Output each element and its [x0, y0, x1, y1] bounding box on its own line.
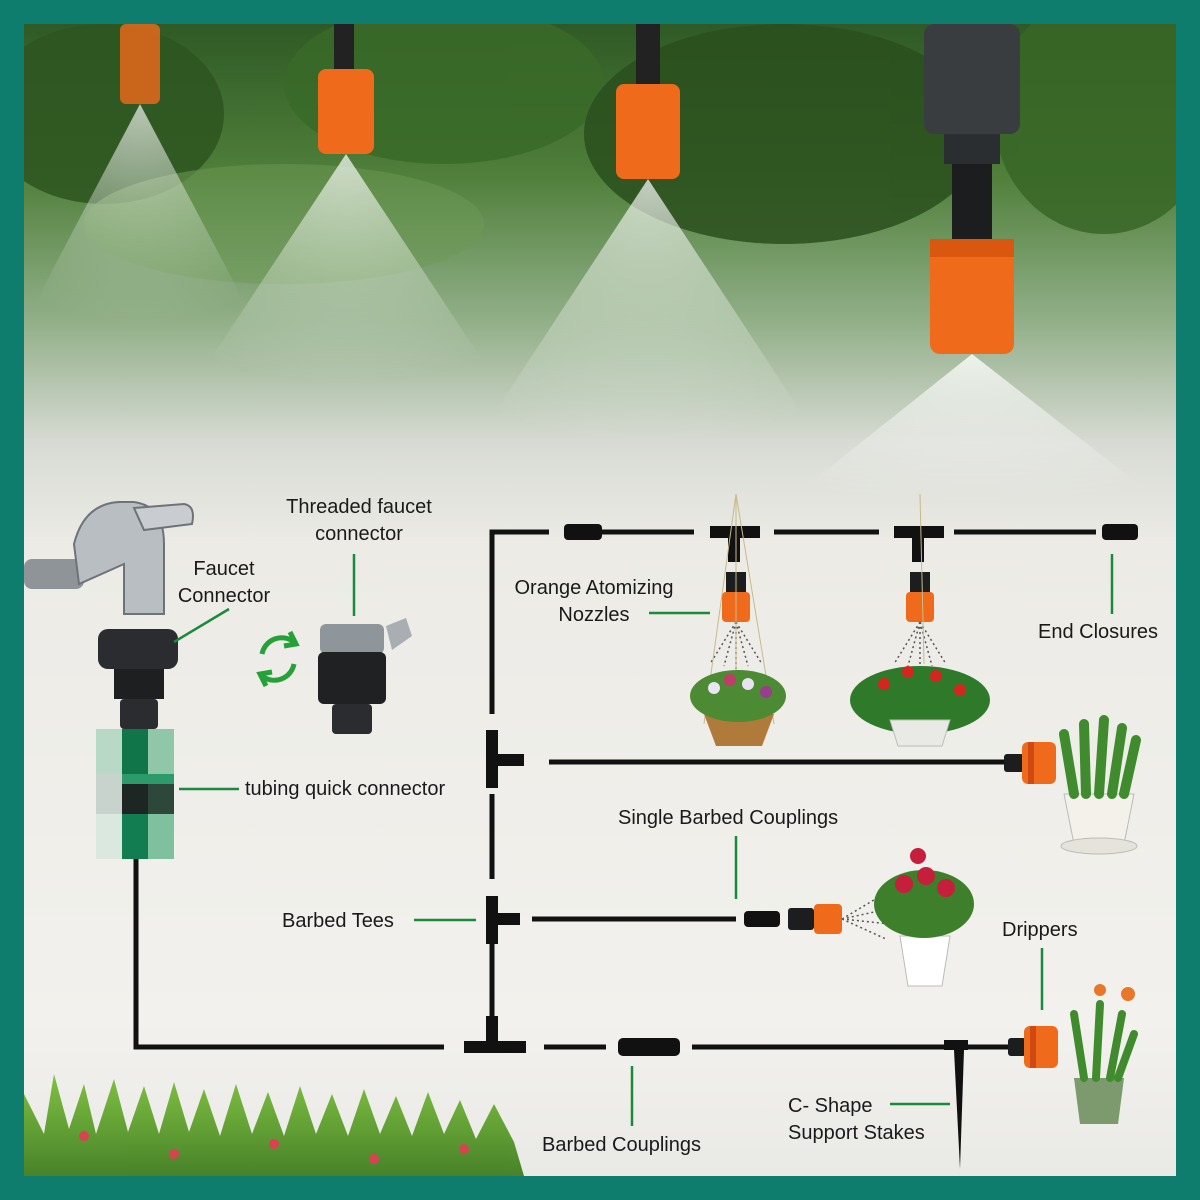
faucet-icon [24, 501, 194, 615]
end-closure-icon [1102, 524, 1138, 540]
faucet-connector-label: Faucet Connector [177, 558, 271, 607]
threaded-faucet-connector-label: Threaded faucet connector [286, 496, 432, 545]
threaded-connector-icon [318, 618, 412, 734]
callout-lines [173, 554, 1114, 1126]
single-barbed-couplings-label: Single Barbed Couplings [618, 807, 839, 829]
background-foliage [24, 24, 1176, 284]
swap-arrows-icon [256, 630, 300, 688]
irrigation-diagram-graphic [24, 24, 1176, 1176]
plant-pot-icon [690, 666, 1141, 1124]
end-closures-label: End Closures [1038, 621, 1159, 643]
orange-atomizing-nozzles-label: Orange Atomizing Nozzles [514, 577, 674, 626]
tubing-quick-connector-label: tubing quick connector [245, 778, 446, 800]
faucet-connector-icon [98, 629, 178, 729]
barbed-couplings-label: Barbed Couplings [542, 1134, 701, 1156]
mist-nozzles [24, 24, 1164, 504]
nozzle-icon [788, 893, 891, 940]
grass [24, 1074, 524, 1176]
coupling-icon [564, 524, 780, 1056]
product-diagram: Faucet Connector Threaded faucet connect… [24, 24, 1176, 1176]
drippers-label: Drippers [1002, 919, 1078, 941]
c-shape-support-stakes-label: C- Shape Support Stakes [788, 1095, 925, 1144]
dripper-icon [1004, 742, 1058, 1068]
barbed-tees-label: Barbed Tees [282, 910, 394, 932]
tubing-quick-connector-icon [96, 729, 174, 859]
stake-icon [944, 1040, 968, 1169]
